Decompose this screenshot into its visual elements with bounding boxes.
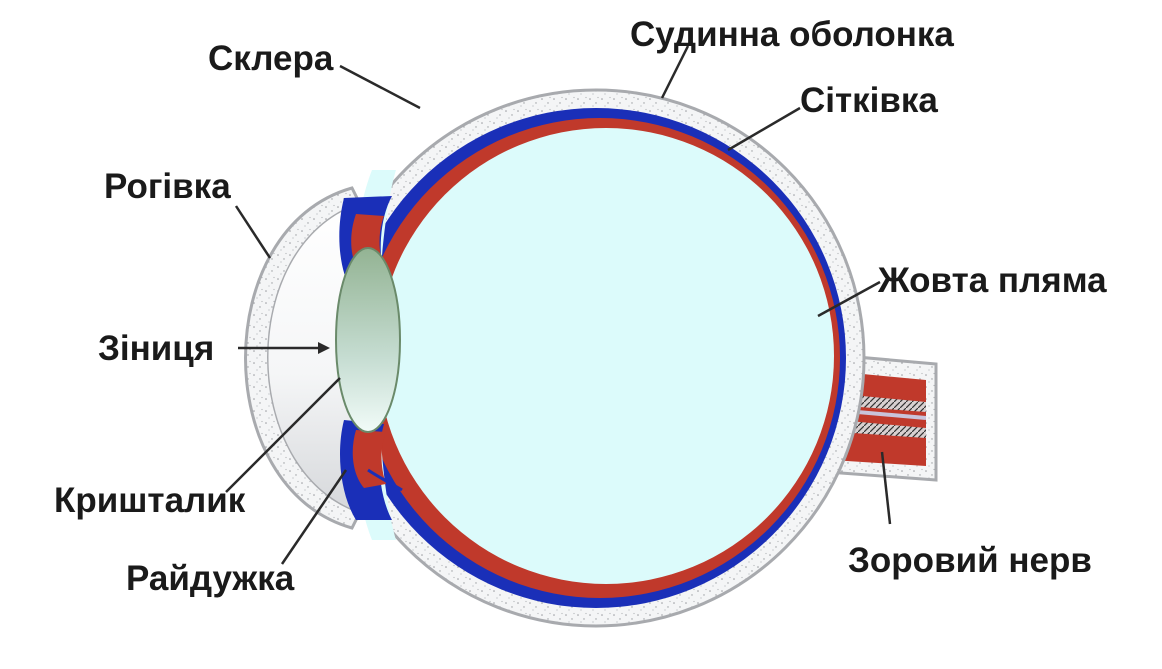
label-cornea: Рогівка xyxy=(104,167,231,206)
label-optic-nerve: Зоровий нерв xyxy=(848,541,1092,580)
label-macula: Жовта пляма xyxy=(877,261,1107,300)
vitreous-body xyxy=(378,128,834,584)
label-choroid: Судинна оболонка xyxy=(630,15,954,54)
leader-retina xyxy=(728,108,800,150)
lens xyxy=(336,248,400,432)
label-pupil: Зіниця xyxy=(98,329,214,368)
leader-sclera xyxy=(340,66,420,108)
label-retina: Сітківка xyxy=(800,81,938,120)
label-lens: Кришталик xyxy=(54,481,246,520)
label-iris: Райдужка xyxy=(126,559,295,598)
leader-cornea xyxy=(236,206,270,258)
label-sclera: Склера xyxy=(208,39,334,78)
